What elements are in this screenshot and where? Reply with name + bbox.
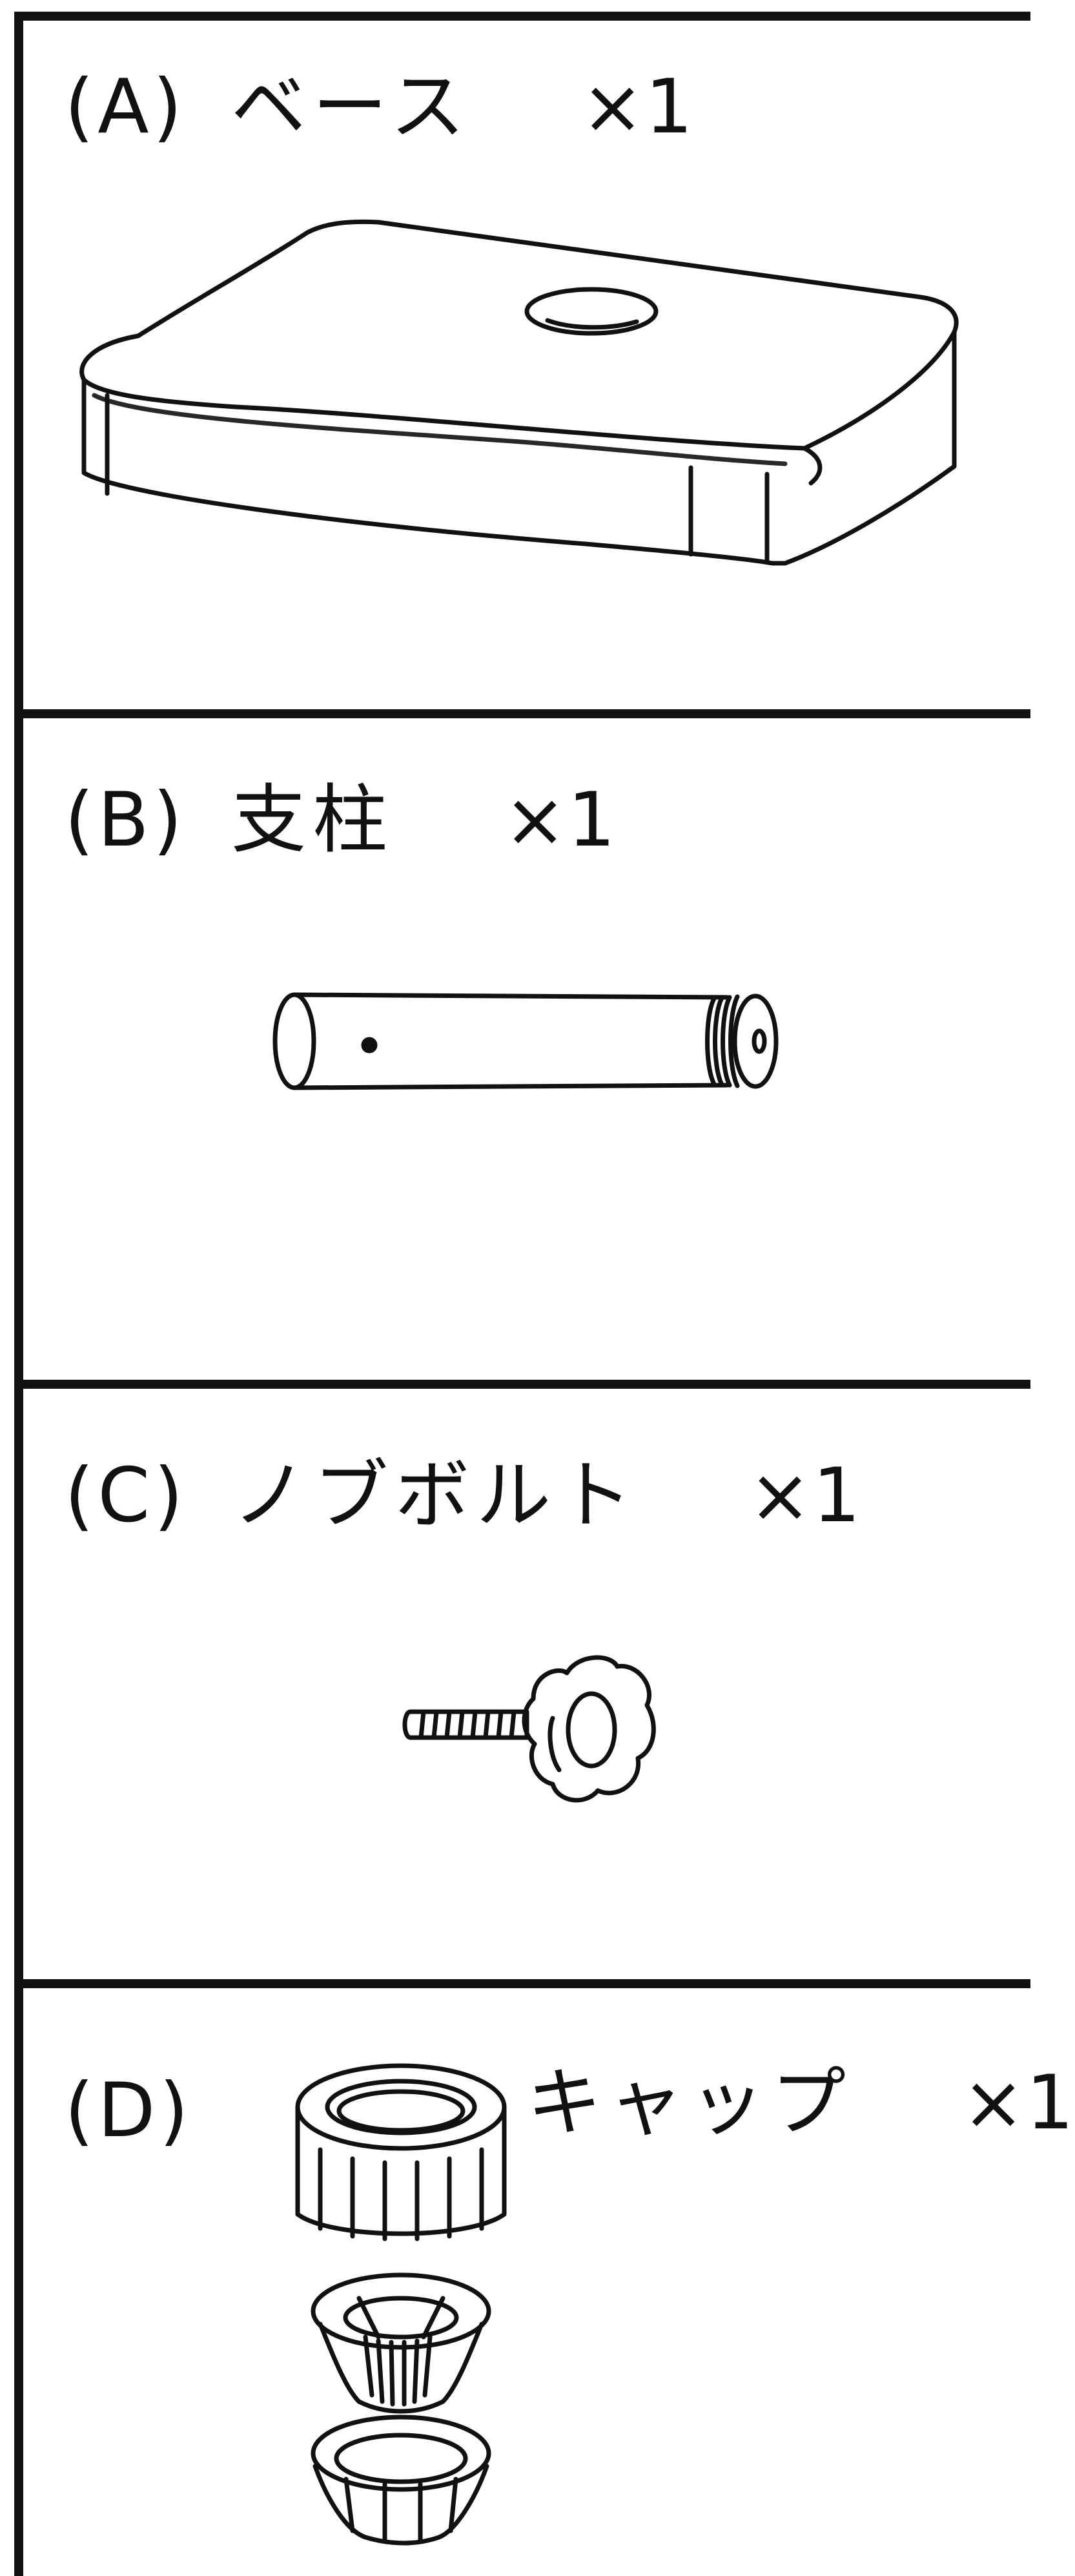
- part-name: ベース: [230, 63, 472, 151]
- part-c-section: (C) ノブボルト ×1: [23, 1389, 1030, 1979]
- part-code: (D): [65, 2067, 192, 2154]
- part-code: (A): [65, 63, 186, 151]
- part-quantity: ×1: [504, 776, 617, 864]
- part-quantity: ×1: [748, 1452, 862, 1539]
- part-quantity: ×1: [581, 63, 695, 151]
- section-divider: [14, 1979, 1030, 1988]
- part-b-heading: (B) 支柱 ×1: [65, 783, 617, 858]
- part-quantity: ×1: [962, 2059, 1075, 2146]
- part-code: (B): [65, 776, 187, 864]
- part-a-heading: (A) ベース ×1: [65, 70, 694, 145]
- parts-list-sheet: (A) ベース ×1 (B) 支柱 ×1: [14, 12, 1074, 2576]
- part-d-title: キャップ ×1: [527, 2066, 1075, 2141]
- cap-set-illustration: [295, 2063, 507, 2546]
- base-plate-illustration: [79, 219, 959, 566]
- part-a-section: (A) ベース ×1: [23, 21, 1030, 709]
- pole-tube-illustration: [272, 992, 779, 1090]
- part-d-section: (D) キャップ ×1: [23, 1988, 1074, 2576]
- section-divider: [14, 709, 1030, 718]
- part-b-section: (B) 支柱 ×1: [23, 718, 1030, 1380]
- part-name: ノブボルト: [232, 1452, 639, 1539]
- section-divider: [14, 1380, 1030, 1389]
- part-d-heading: (D): [65, 2073, 238, 2148]
- part-name: 支柱: [231, 776, 394, 864]
- part-c-heading: (C) ノブボルト ×1: [65, 1459, 862, 1533]
- sheet-top-border: [14, 12, 1030, 21]
- knob-bolt-illustration: [402, 1655, 656, 1803]
- sheet-left-border: [14, 12, 23, 2576]
- part-name: キャップ: [527, 2059, 852, 2146]
- part-code: (C): [65, 1452, 187, 1539]
